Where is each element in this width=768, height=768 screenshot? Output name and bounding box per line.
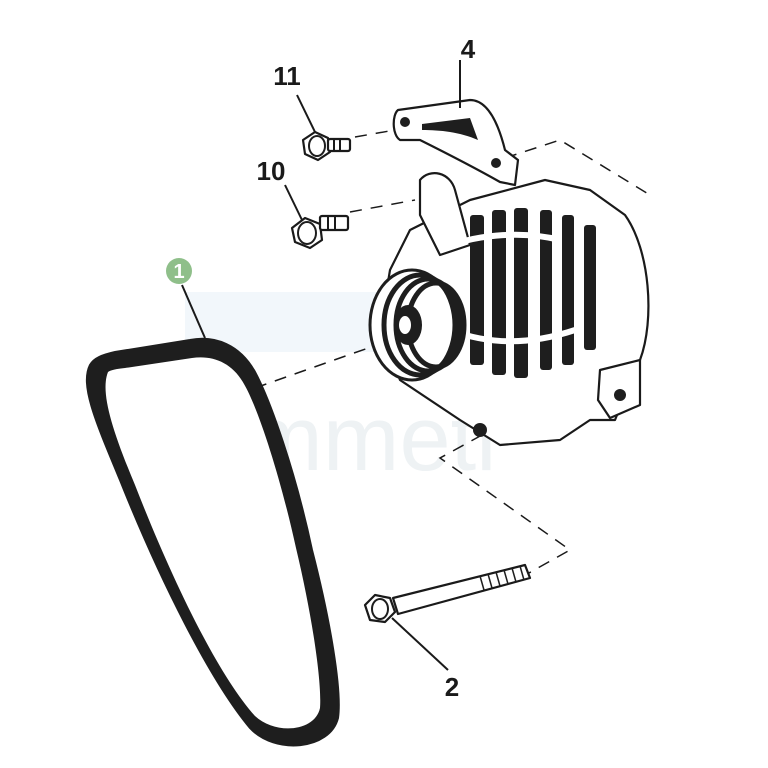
callout-label-2: 2 (445, 672, 459, 702)
bolt-10[interactable] (290, 214, 350, 250)
callout-label-1: 1 (173, 261, 184, 283)
callout-label-4: 4 (461, 34, 476, 64)
callout-label-11: 11 (273, 61, 301, 91)
bolt-11[interactable] (301, 130, 352, 162)
callout-label-10: 10 (257, 156, 286, 186)
alternator[interactable] (368, 172, 650, 447)
alternator-bracket[interactable] (392, 98, 520, 187)
highlight-circle (166, 258, 192, 284)
callout-leader-lines (181, 60, 461, 671)
bolt-2-long[interactable] (363, 563, 532, 624)
drive-belt[interactable] (85, 337, 340, 747)
callout-1-badge: 1 (166, 258, 192, 284)
